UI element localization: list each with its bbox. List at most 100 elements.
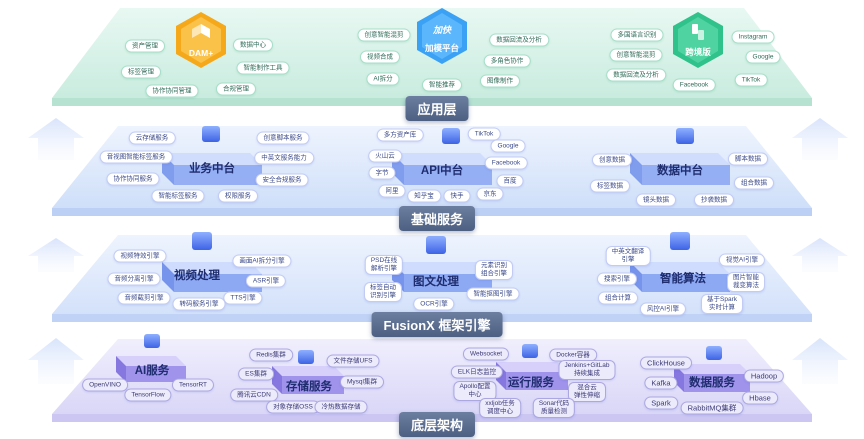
engine-tag: OCR引擎: [413, 297, 455, 311]
app-tag: 创意智能混剪: [609, 48, 663, 62]
infra-tag: 混合云 弹性伸缩: [568, 382, 606, 402]
service-tag: 组合数据: [734, 176, 774, 190]
ops-service-label: 运行服务: [508, 377, 554, 389]
app-tag: Instagram: [731, 30, 775, 44]
crossborder-label: 跨境版: [685, 47, 711, 57]
infra-tag: Websocket: [462, 347, 510, 361]
app-tag: 资产管理: [125, 39, 165, 53]
service-tag: 协作协同服务: [106, 172, 160, 186]
data-platform-label: 数据中台: [657, 165, 703, 177]
storage-service-label: 存储服务: [286, 381, 332, 393]
service-tag: 创意数据: [592, 153, 632, 167]
infra-tag: xxljob任务 调度中心: [479, 398, 521, 418]
crossborder-logo-icon: [692, 24, 704, 40]
service-tag: 京东: [476, 187, 504, 201]
service-tag: Google: [490, 139, 526, 153]
engine-tag: ASR引擎: [245, 274, 287, 288]
crossborder-hexagon-icon: [673, 12, 723, 68]
app-tag: 图像制作: [480, 74, 520, 88]
service-tag: TikTok: [467, 127, 501, 141]
app-tag: 标签管理: [121, 65, 161, 79]
engine-tag: PSD在线 解析引擎: [364, 255, 404, 275]
service-tag: 火山云: [368, 149, 402, 163]
engine-tag: 音频截剪引擎: [117, 291, 171, 305]
infra-tag: Hadoop: [743, 369, 785, 383]
service-tag: 权限服务: [218, 189, 258, 203]
infra-tag: Jenkins+GitLab 持续集成: [558, 360, 616, 380]
engine-tag: 音频分离引擎: [107, 272, 161, 286]
infra-tag: OpenVINO: [82, 378, 128, 392]
accel-label: 加模平台: [424, 43, 460, 53]
engine-tag: 搜索引擎: [597, 272, 637, 286]
infra-tag: Apollo配置 中心: [453, 381, 497, 401]
infra-tag: Sonar代码 质量检测: [532, 398, 576, 418]
dam-label: DAM+: [188, 48, 214, 58]
service-tag: 标签数据: [590, 179, 630, 193]
service-tag: 快手: [443, 189, 471, 203]
side-arrows: [28, 118, 848, 384]
engine-tag: 风控AI引擎: [639, 302, 687, 316]
infra-tag: 文件存储UFS: [326, 354, 380, 368]
infra-tag: Mysql集群: [340, 375, 384, 389]
app-tag: TikTok: [734, 73, 768, 87]
data-service-label: 数据服务: [689, 377, 735, 389]
service-tag: 安全合规服务: [255, 173, 309, 187]
app-tag: 数据回流及分析: [489, 33, 549, 47]
engine-tag: 智能抠图引擎: [466, 287, 520, 301]
layer-title-application: 应用层: [405, 96, 469, 121]
infra-tag: 腾讯云CDN: [230, 388, 278, 402]
service-tag: 抄袭数据: [694, 193, 734, 207]
infra-tag: TensorFlow: [124, 388, 172, 402]
service-tag: 音视图智能标签服务: [99, 150, 173, 164]
ai-service-label: AI服务: [134, 365, 170, 377]
infra-tag: ELK日志监控: [450, 365, 504, 379]
engine-tag: 元素识别 组合引擎: [475, 260, 513, 280]
service-tag: 创意脚本服务: [256, 131, 310, 145]
engine-tag: 组合计算: [598, 291, 638, 305]
accel-hexagon-icon: [417, 8, 467, 64]
service-tag: 阿里: [378, 184, 406, 198]
service-tag: 多方资产库: [376, 128, 424, 142]
infra-tag: 冷热数据存储: [314, 400, 368, 414]
app-tag: 合规管理: [216, 82, 256, 96]
app-tag: 视频合成: [360, 50, 400, 64]
image-engine-label: 图文处理: [413, 276, 459, 288]
api-platform-label: API中台: [420, 165, 464, 177]
service-tag: 云存储服务: [128, 131, 176, 145]
algo-engine-label: 智能算法: [660, 273, 706, 285]
infra-tag: Spark: [644, 396, 678, 410]
engine-tag: 基于Spark 实时计算: [701, 294, 743, 314]
app-tag: 创意智能混剪: [357, 28, 411, 42]
app-tag: Google: [745, 50, 781, 64]
app-tag: 协作协同管理: [145, 84, 199, 98]
engine-tag: 中英文翻译 引擎: [605, 246, 651, 266]
infra-tag: Kafka: [644, 376, 678, 390]
app-tag: 数据中心: [233, 38, 273, 52]
engine-tag: 标签自动 识别引擎: [364, 282, 402, 302]
infra-tag: ClickHouse: [640, 356, 692, 370]
layer-title-framework: FusionX 框架引擎: [371, 312, 503, 337]
service-tag: 知乎宝: [407, 189, 441, 203]
app-tag: 智能推荐: [422, 78, 462, 92]
app-tag: 多国语言识别: [610, 28, 664, 42]
accel-logo-text: 加快: [432, 25, 452, 35]
engine-tag: 视觉AI引擎: [718, 253, 766, 267]
service-tag: 字节: [368, 166, 396, 180]
service-tag: 中英文服务能力: [254, 151, 314, 165]
infra-tag: Hbase: [742, 391, 778, 405]
infra-tag: RabbitMQ集群: [680, 401, 744, 415]
service-tag: 脚本数据: [728, 152, 768, 166]
layer-title-foundation: 基础服务: [398, 206, 476, 231]
video-engine-label: 视频处理: [174, 270, 220, 282]
infra-tag: TensorRT: [171, 378, 215, 392]
business-platform-label: 业务中台: [189, 163, 235, 175]
engine-tag: 画面AI拆分引擎: [232, 254, 292, 268]
app-tag: Facebook: [672, 78, 716, 92]
platform-blocks: [116, 153, 750, 394]
app-tag: 数据回流及分析: [606, 68, 666, 82]
engine-tag: 视频特效引擎: [113, 249, 167, 263]
infra-tag: 对象存储OSS: [266, 400, 320, 414]
service-tag: Facebook: [484, 156, 528, 170]
service-tag: 镜头数据: [636, 193, 676, 207]
